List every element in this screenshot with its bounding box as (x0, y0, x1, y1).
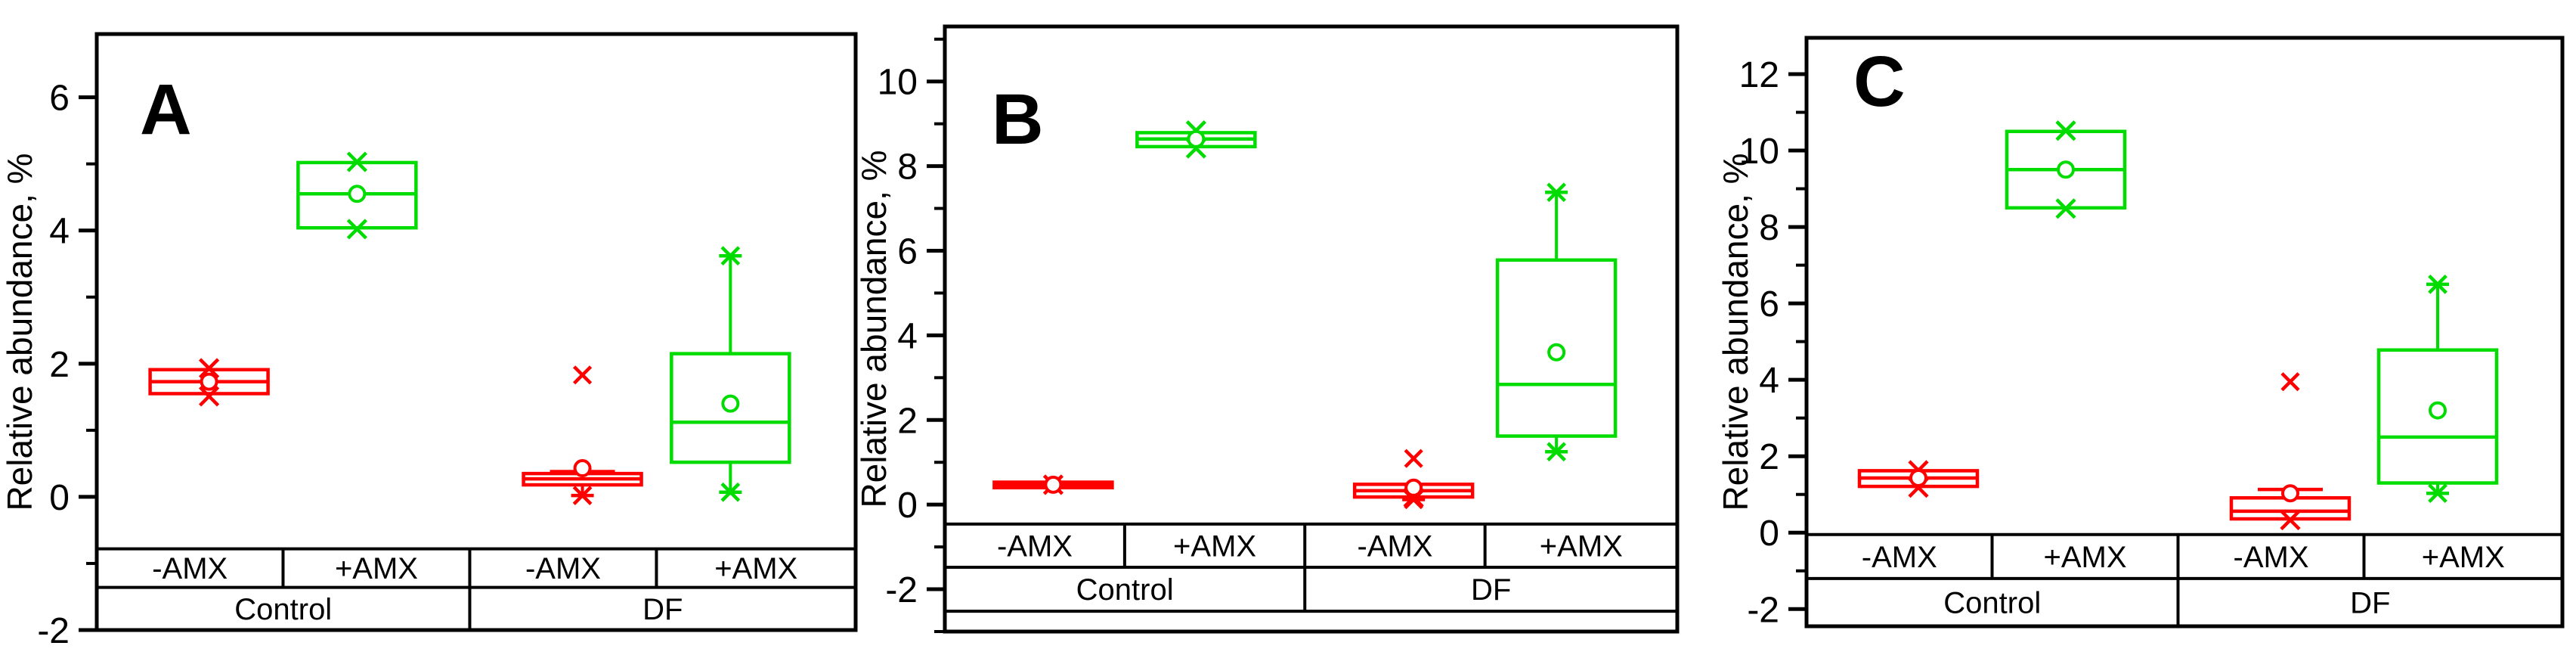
y-tick-label: 2 (1759, 437, 1779, 477)
boxplot-control-plus-amx (296, 151, 418, 240)
y-tick-label: 6 (1759, 284, 1779, 324)
treatment-cell-label: +AMX (1540, 529, 1623, 563)
treatment-cell-label: -AMX (525, 552, 601, 585)
y-tick-label: 8 (1759, 208, 1779, 248)
y-tick-label: 0 (49, 478, 70, 518)
boxplot-control-minus-amx (992, 474, 1114, 495)
mean-circle-marker (348, 185, 367, 203)
group-cell-label: DF (2350, 586, 2390, 619)
group-cell-label: Control (1076, 573, 1174, 607)
extreme-star-marker (1547, 182, 1566, 203)
boxplot-df-minus-amx (1352, 449, 1475, 510)
box-iqr (670, 352, 791, 464)
y-tick-label: 0 (1759, 514, 1779, 554)
extreme-star-marker (720, 246, 741, 266)
percentile-x-marker (346, 219, 367, 240)
percentile-x-marker (2055, 120, 2076, 141)
y-tick-label: 2 (49, 345, 70, 385)
percentile-x-marker (2055, 198, 2076, 219)
boxplot-df-minus-amx (522, 365, 643, 505)
outlier-x-marker (572, 365, 593, 385)
group-cell-label: DF (642, 593, 683, 626)
mean-circle-marker (2281, 484, 2299, 503)
treatment-cell-label: +AMX (1173, 529, 1256, 563)
extreme-star-marker (2428, 483, 2448, 504)
y-tick-label: 12 (1739, 55, 1779, 95)
group-cell-label: DF (1471, 573, 1511, 607)
panel-letter: C (1853, 42, 1906, 122)
mean-circle-marker (1187, 129, 1206, 148)
treatment-cell-label: -AMX (152, 552, 228, 585)
box-iqr (1495, 258, 1618, 438)
panel-letter: A (140, 70, 192, 150)
treatment-cell-label: -AMX (2234, 541, 2309, 574)
y-tick-label: 10 (878, 63, 918, 103)
extreme-star-marker (1547, 442, 1566, 462)
panel-letter: B (992, 79, 1044, 160)
plot-frame (94, 32, 858, 632)
y-tick-label: 4 (897, 316, 918, 356)
outlier-x-marker (2280, 372, 2300, 392)
boxplot-control-plus-amx (1135, 120, 1257, 159)
treatment-cell-label: -AMX (997, 529, 1073, 563)
percentile-x-marker (199, 358, 220, 379)
box-iqr (2376, 348, 2499, 485)
mean-circle-marker (2057, 160, 2075, 179)
plot-frame (1804, 36, 2565, 629)
treatment-cell-label: -AMX (1862, 541, 1937, 574)
y-tick-label: -2 (885, 570, 918, 610)
y-tick-label: 6 (897, 232, 918, 272)
y-tick-label: 6 (49, 79, 70, 119)
group-cell-label: Control (1943, 586, 2041, 619)
boxplot-control-plus-amx (2005, 120, 2127, 219)
boxplot-df-plus-amx (1495, 182, 1618, 462)
y-axis-title: Relative abundance, % (854, 150, 893, 508)
group-cell-label: Control (234, 593, 332, 626)
y-tick-label: 0 (897, 486, 918, 526)
y-tick-label: 2 (897, 401, 918, 441)
treatment-cell-label: +AMX (335, 552, 418, 585)
percentile-x-marker (2280, 509, 2301, 531)
mean-circle-marker (1547, 343, 1566, 362)
extreme-star-marker (572, 486, 593, 505)
treatment-cell-label: -AMX (1357, 529, 1432, 563)
plot-frame (943, 24, 1680, 634)
percentile-x-marker (346, 151, 367, 172)
y-tick-label: 4 (49, 212, 70, 252)
boxplot-control-minus-amx (148, 358, 270, 407)
y-tick-label: -2 (1747, 590, 1779, 630)
y-tick-label: 10 (1739, 132, 1779, 172)
boxplot-df-plus-amx (670, 246, 791, 502)
mean-circle-marker (573, 459, 592, 478)
mean-circle-marker (1404, 478, 1423, 497)
extreme-star-marker (720, 482, 741, 502)
mean-circle-marker (1044, 475, 1063, 494)
mean-circle-marker (200, 372, 218, 391)
y-tick-label: 4 (1759, 361, 1779, 401)
category-table: -AMX +AMX -AMX +AMX Control DF (945, 522, 1677, 613)
percentile-x-marker (199, 386, 220, 407)
mean-circle-marker (721, 394, 740, 413)
mean-circle-marker (2429, 401, 2447, 420)
y-axis-title: Relative abundance, % (0, 153, 39, 511)
mean-circle-marker (1909, 468, 1927, 487)
y-axis-title: Relative abundance, % (1716, 153, 1755, 511)
y-tick-label: -2 (37, 611, 70, 651)
treatment-cell-label: +AMX (714, 552, 797, 585)
boxplot-control-minus-amx (1857, 460, 1980, 498)
y-tick-label: 8 (897, 147, 918, 188)
extreme-star-marker (2428, 275, 2448, 294)
outlier-x-marker (1404, 449, 1423, 468)
boxplot-df-plus-amx (2376, 275, 2499, 504)
treatment-cell-label: +AMX (2043, 541, 2126, 574)
boxplot-df-minus-amx (2229, 372, 2352, 531)
treatment-cell-label: +AMX (2422, 541, 2505, 574)
